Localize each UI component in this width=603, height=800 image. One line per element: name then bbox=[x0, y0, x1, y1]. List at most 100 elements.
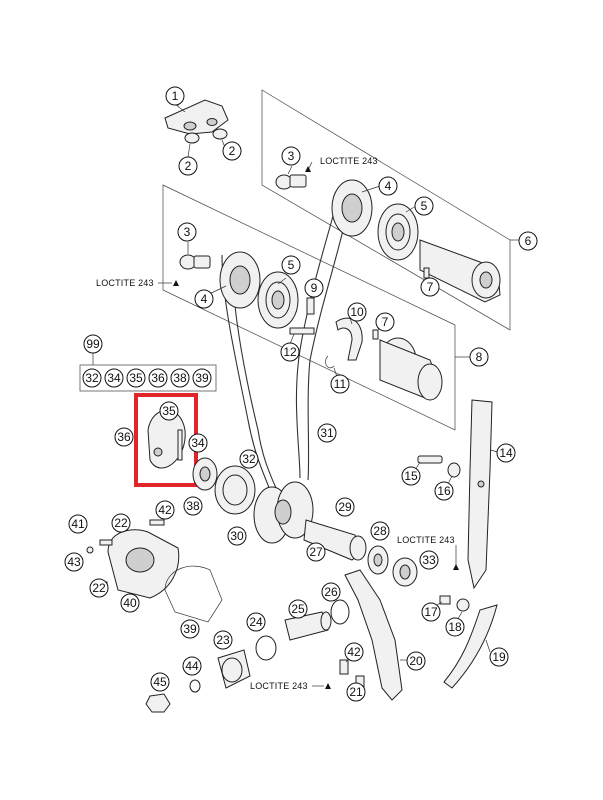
callout-c42a: 42 bbox=[155, 500, 175, 520]
callout-c1-number: 1 bbox=[172, 89, 179, 103]
loctite-label-right: LOCTITE 243 bbox=[397, 535, 455, 545]
callout-c3a: 3 bbox=[281, 146, 301, 166]
bearing-33 bbox=[392, 557, 418, 587]
chain-tensioner-guide-19 bbox=[443, 604, 498, 689]
callout-c19: 19 bbox=[489, 647, 509, 667]
callout-c23-number: 23 bbox=[216, 633, 230, 647]
sprocket-4-lower bbox=[219, 251, 261, 309]
callout-c12: 12 bbox=[280, 342, 300, 362]
callout-kit-99-circle bbox=[83, 334, 103, 354]
callout-c7a: 7 bbox=[420, 277, 440, 297]
callout-c7a-number: 7 bbox=[427, 280, 434, 294]
callout-c21-circle bbox=[346, 682, 366, 702]
callout-c15: 15 bbox=[401, 466, 421, 486]
loctite-label-left: LOCTITE 243 bbox=[96, 278, 154, 288]
callout-c16: 16 bbox=[434, 481, 454, 501]
callout-c16-circle bbox=[434, 481, 454, 501]
pump-gear-assembly bbox=[147, 409, 186, 469]
callout-c44-number: 44 bbox=[185, 659, 199, 673]
callout-c35-number: 35 bbox=[162, 404, 176, 418]
callout-c2a-number: 2 bbox=[185, 159, 192, 173]
kit-item-36-circle bbox=[148, 368, 168, 388]
kit-item-38: 38 bbox=[170, 368, 190, 388]
callout-c45-circle bbox=[150, 672, 170, 692]
callout-c43-circle bbox=[64, 552, 84, 572]
kit-item-39: 39 bbox=[192, 368, 212, 388]
callout-c11-number: 11 bbox=[334, 377, 347, 391]
callout-c29-number: 29 bbox=[338, 500, 352, 514]
callout-c22a: 22 bbox=[111, 513, 131, 533]
callout-c10-number: 10 bbox=[350, 305, 364, 319]
kit-item-38-number: 38 bbox=[173, 371, 187, 385]
callout-c1: 1 bbox=[165, 86, 185, 106]
callout-c24: 24 bbox=[246, 612, 266, 632]
callout-c1-circle bbox=[165, 86, 185, 106]
callout-c3a-circle bbox=[281, 146, 301, 166]
callout-c14: 14 bbox=[496, 443, 516, 463]
callout-c3b-circle bbox=[177, 222, 197, 242]
callout-c36-number: 36 bbox=[117, 430, 131, 444]
water-pump-cover-40 bbox=[107, 529, 180, 599]
callout-c28-number: 28 bbox=[373, 524, 387, 538]
callout-c5a-circle bbox=[414, 196, 434, 216]
callout-c30-circle bbox=[227, 526, 247, 546]
tensioner-25 bbox=[284, 611, 332, 641]
callout-c17-circle bbox=[421, 602, 441, 622]
callout-c19-number: 19 bbox=[492, 650, 506, 664]
callout-c3b-number: 3 bbox=[184, 225, 191, 239]
callout-c42b-circle bbox=[344, 642, 364, 662]
callout-c7a-circle bbox=[420, 277, 440, 297]
callout-c3b: 3 bbox=[177, 222, 197, 242]
kit-contents-box bbox=[79, 364, 217, 392]
callout-c27: 27 bbox=[306, 542, 326, 562]
callout-c24-circle bbox=[246, 612, 266, 632]
callout-c35: 35 bbox=[159, 401, 179, 421]
callout-c40: 40 bbox=[120, 593, 140, 613]
callout-c34-circle bbox=[188, 433, 208, 453]
callout-c11: 11 bbox=[330, 374, 350, 394]
callout-c6-circle bbox=[518, 231, 538, 251]
callout-c8: 8 bbox=[469, 347, 489, 367]
washers-2 bbox=[184, 128, 228, 144]
callout-c29-circle bbox=[335, 497, 355, 517]
kit-item-35-circle bbox=[126, 368, 146, 388]
callout-c26: 26 bbox=[321, 582, 341, 602]
washer-28 bbox=[367, 545, 389, 575]
bearing-5-lower bbox=[257, 271, 299, 329]
pin-7-upper bbox=[423, 267, 430, 279]
timing-chain bbox=[221, 189, 351, 491]
callout-c39-number: 39 bbox=[183, 622, 197, 636]
bearing-5-upper bbox=[377, 203, 419, 261]
callout-c29: 29 bbox=[335, 497, 355, 517]
bolt-3-lower bbox=[179, 254, 211, 270]
callout-c5a-number: 5 bbox=[421, 199, 428, 213]
camshaft-8 bbox=[372, 329, 443, 401]
callout-c20-number: 20 bbox=[409, 654, 423, 668]
camshaft-6 bbox=[419, 239, 501, 303]
bolt-17-18 bbox=[439, 595, 470, 612]
crank-sprocket-30 bbox=[253, 481, 314, 544]
gasket-24 bbox=[255, 635, 277, 661]
chain-guide-14 bbox=[467, 399, 493, 590]
chain-guide-20 bbox=[344, 569, 403, 701]
callout-c18-circle bbox=[445, 617, 465, 637]
callout-c30-number: 30 bbox=[230, 529, 244, 543]
callout-c39: 39 bbox=[180, 619, 200, 639]
callout-c2b-circle bbox=[222, 141, 242, 161]
washer-34 bbox=[192, 457, 218, 491]
kit-item-36-number: 36 bbox=[151, 371, 165, 385]
callout-c28: 28 bbox=[370, 521, 390, 541]
callout-c8-number: 8 bbox=[476, 350, 483, 364]
callout-c18: 18 bbox=[445, 617, 465, 637]
callout-c40-circle bbox=[120, 593, 140, 613]
callout-c6: 6 bbox=[518, 231, 538, 251]
callout-c19-circle bbox=[489, 647, 509, 667]
callout-c32: 32 bbox=[239, 449, 259, 469]
plug-45 bbox=[145, 693, 171, 713]
callout-c20-circle bbox=[406, 651, 426, 671]
kit-item-34-number: 34 bbox=[107, 371, 121, 385]
callout-c20: 20 bbox=[406, 651, 426, 671]
callout-c43: 43 bbox=[64, 552, 84, 572]
